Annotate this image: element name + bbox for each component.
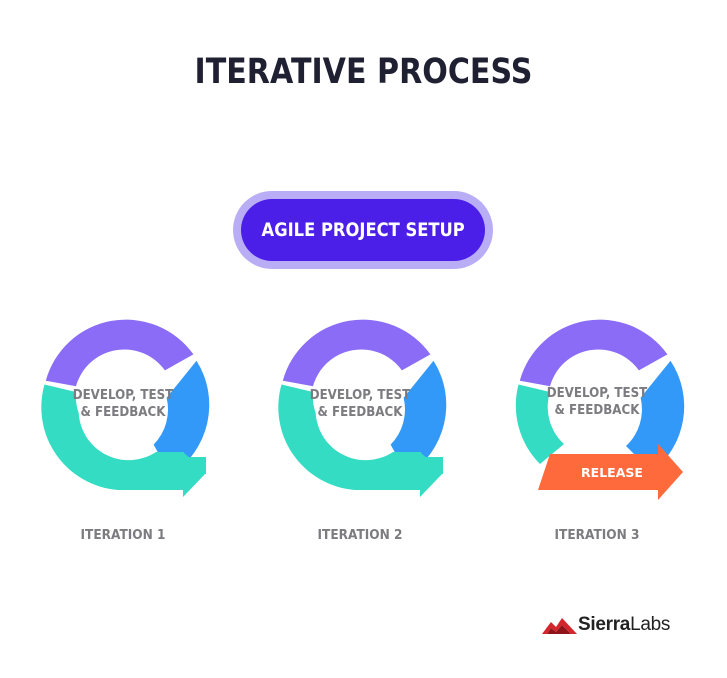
ring-purple-segment [519, 319, 668, 387]
iteration-2-label: ITERATION 2 [317, 527, 403, 543]
cycle-text-line1: DEVELOP, TEST [546, 385, 648, 401]
logo-wordmark: SierraLabs [578, 614, 670, 636]
arrow-head [183, 452, 206, 497]
ring-blue-segment [390, 360, 447, 476]
iteration-2-ring [278, 319, 447, 497]
iteration-1-ring [41, 319, 210, 497]
sierralabs-logo: SierraLabs [542, 612, 670, 638]
cycle-text-line2: & FEEDBACK [554, 402, 640, 418]
cycle-text-line1: DEVELOP, TEST [309, 387, 411, 403]
iteration-3-ring: RELEASE [515, 319, 685, 500]
ring-teal-arrow [41, 384, 206, 490]
release-badge-text: RELEASE [581, 465, 643, 480]
logo-part1: Sierra [578, 614, 631, 635]
page-title: ITERATIVE PROCESS [194, 52, 533, 92]
agile-project-setup-label: AGILE PROJECT SETUP [261, 219, 465, 241]
agile-project-setup-inner: AGILE PROJECT SETUP [241, 199, 485, 261]
iteration-1-cycle: DEVELOP, TEST & FEEDBACK [28, 316, 218, 506]
agile-project-setup-pill: AGILE PROJECT SETUP [233, 191, 493, 269]
arrow-head [420, 452, 443, 497]
release-arrow [538, 444, 683, 500]
iteration-1-label: ITERATION 1 [80, 527, 166, 543]
iteration-3-label: ITERATION 3 [554, 527, 640, 543]
ring-purple-segment [282, 319, 431, 387]
iteration-3-cycle: RELEASE DEVELOP, TEST & FEEDBACK [502, 316, 692, 506]
mountain-logo-icon [542, 618, 577, 634]
iteration-2-cycle: DEVELOP, TEST & FEEDBACK [265, 316, 455, 506]
cycle-text-line2: & FEEDBACK [80, 404, 166, 420]
iteration-1-text: DEVELOP, TEST & FEEDBACK [66, 387, 180, 421]
cycle-text-line2: & FEEDBACK [317, 404, 403, 420]
ring-teal-segment [515, 384, 564, 464]
ring-blue-segment [153, 360, 210, 476]
ring-blue-segment [626, 360, 685, 472]
logo-part2: Labs [630, 614, 671, 635]
iteration-3-text: DEVELOP, TEST & FEEDBACK [540, 385, 654, 419]
iteration-2-text: DEVELOP, TEST & FEEDBACK [303, 387, 417, 421]
ring-teal-arrow [278, 384, 443, 490]
cycle-text-line1: DEVELOP, TEST [72, 387, 174, 403]
ring-purple-segment [45, 319, 194, 387]
